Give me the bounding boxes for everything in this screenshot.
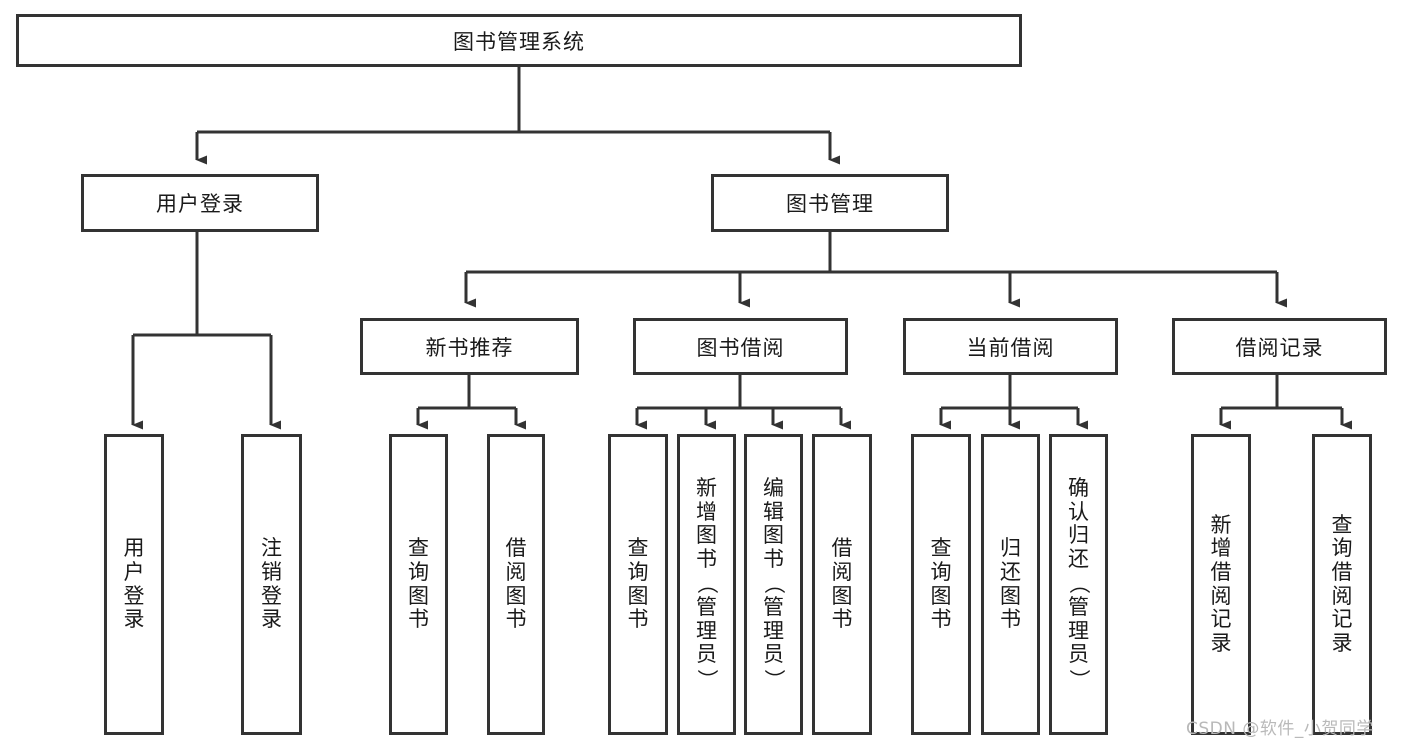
leaf-confirm-return-admin[interactable]: 确认归还（管理员） [1049,434,1108,735]
leaf-label: 借阅图书 [831,536,853,632]
node-new-book-recommendation[interactable]: 新书推荐 [360,318,579,375]
node-borrowing-records[interactable]: 借阅记录 [1172,318,1387,375]
node-label: 当前借阅 [966,335,1055,360]
node-label: 图书借阅 [696,335,785,360]
node-label: 新书推荐 [425,335,514,360]
leaf-add-book-admin[interactable]: 新增图书（管理员） [677,434,736,735]
node-label: 借阅记录 [1235,335,1324,360]
node-current-borrowing[interactable]: 当前借阅 [903,318,1118,375]
leaf-label: 用户登录 [123,536,145,632]
node-book-management[interactable]: 图书管理 [711,174,949,232]
leaf-label: 新增借阅记录 [1210,512,1232,655]
leaf-label: 查询图书 [930,536,952,632]
leaf-query-books-recommendation[interactable]: 查询图书 [389,434,448,735]
leaf-label: 注销登录 [261,536,282,632]
leaf-borrow-books-recommendation[interactable]: 借阅图书 [487,434,545,735]
leaf-label: 归还图书 [1000,536,1021,632]
leaf-logout-login[interactable]: 注销登录 [241,434,302,735]
leaf-query-books-borrowing[interactable]: 查询图书 [608,434,668,735]
leaf-label: 确认归还（管理员） [1067,476,1091,690]
node-label: 图书管理 [786,192,874,216]
node-user-login[interactable]: 用户登录 [81,174,319,232]
leaf-add-borrowing-record[interactable]: 新增借阅记录 [1191,434,1251,735]
leaf-return-books[interactable]: 归还图书 [981,434,1040,735]
leaf-label: 新增图书（管理员） [695,476,719,690]
node-book-borrowing[interactable]: 图书借阅 [633,318,848,375]
leaf-query-borrowing-record[interactable]: 查询借阅记录 [1312,434,1372,735]
node-label: 用户登录 [156,192,244,216]
leaf-label: 借阅图书 [505,536,527,632]
leaf-query-books-current[interactable]: 查询图书 [911,434,971,735]
csdn-watermark: CSDN @软件_小贺同学 [1186,719,1374,739]
leaf-edit-book-admin[interactable]: 编辑图书（管理员） [744,434,803,735]
leaf-label: 查询图书 [408,536,429,632]
node-root-book-management-system[interactable]: 图书管理系统 [16,14,1022,67]
leaf-user-login[interactable]: 用户登录 [104,434,164,735]
leaf-label: 查询借阅记录 [1331,512,1353,655]
node-label: 图书管理系统 [453,29,585,54]
leaf-label: 查询图书 [627,536,649,632]
leaf-borrow-books-borrowing[interactable]: 借阅图书 [812,434,872,735]
leaf-label: 编辑图书（管理员） [762,476,786,690]
